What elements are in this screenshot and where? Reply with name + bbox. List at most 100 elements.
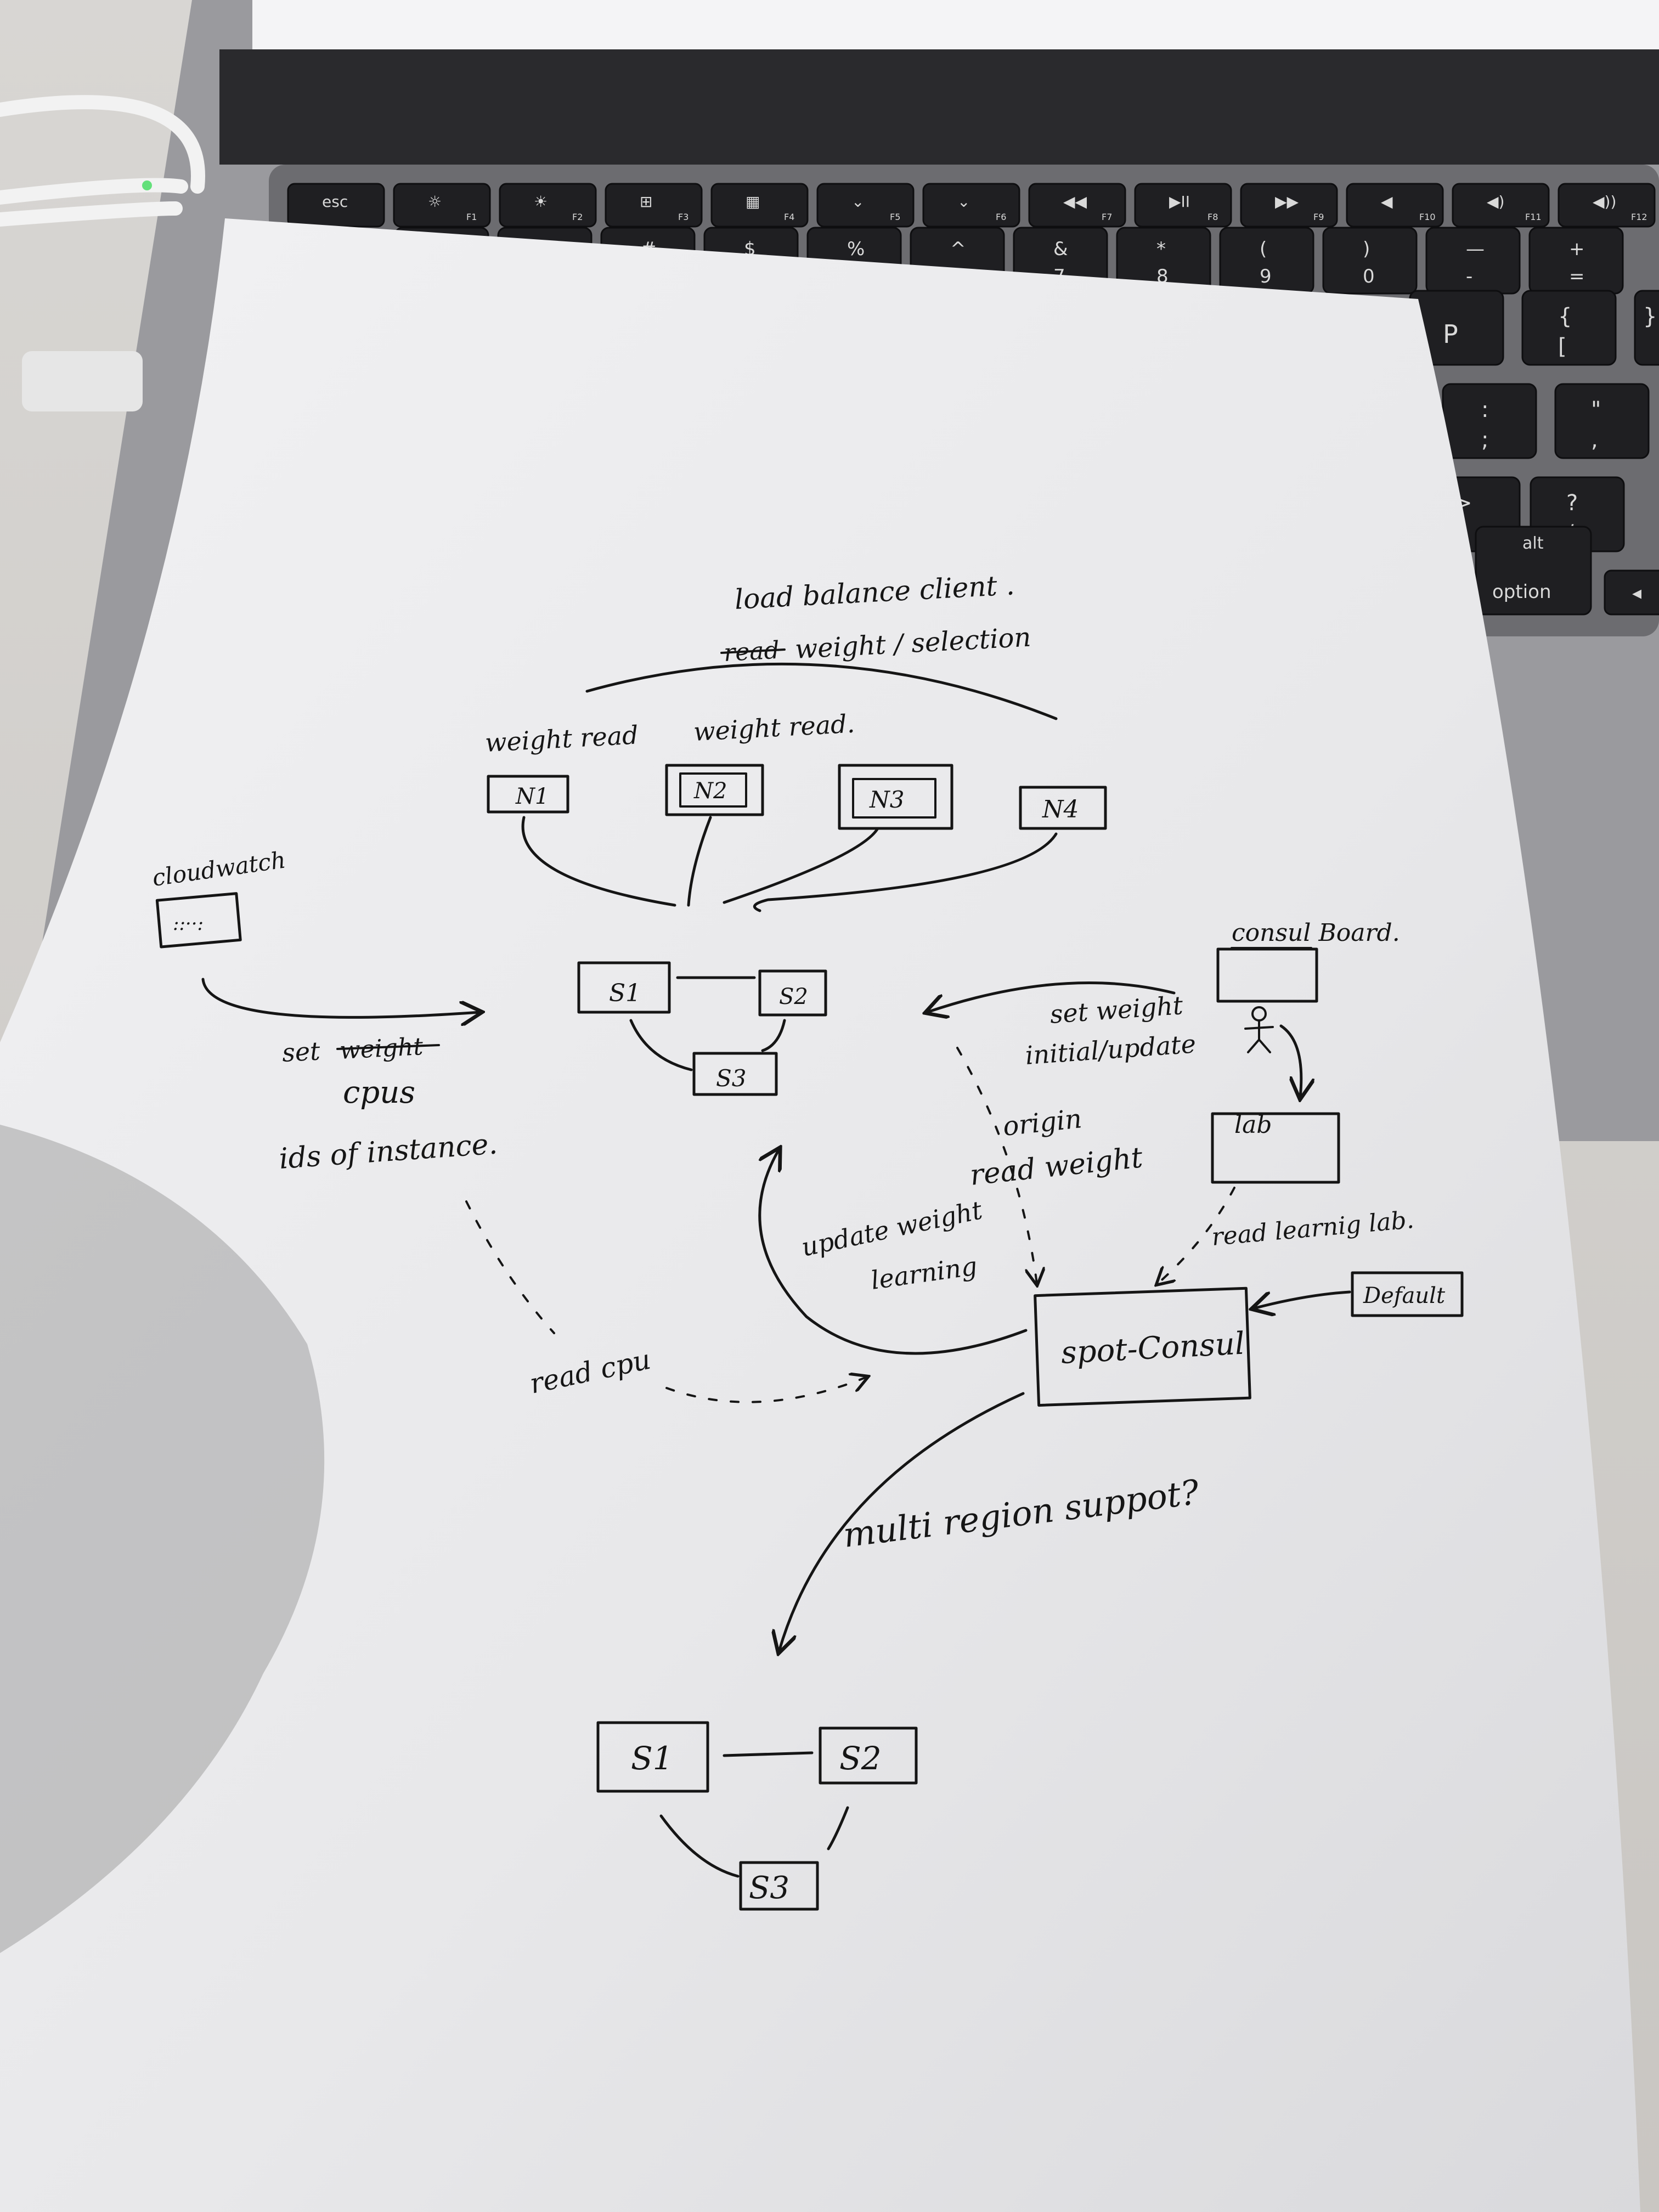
function-key-f11[interactable]: ◀) F11 (1452, 183, 1550, 228)
function-key-label: ▦ (746, 193, 760, 211)
paper-sheet (0, 218, 1640, 2212)
function-key-label: ▶▶ (1275, 193, 1299, 211)
consul-board-label: consul Board. (1232, 919, 1400, 947)
function-key-sub: F6 (996, 212, 1006, 222)
cloudwatch-box: ::··: (155, 892, 242, 949)
person-icon (1244, 1006, 1274, 1053)
function-key-f1[interactable]: ☼F1 (393, 183, 491, 228)
arrow-multi-region (779, 1392, 1025, 1651)
function-key-label: ◀) (1487, 193, 1504, 211)
function-key-f7[interactable]: ◀◀ F7 (1028, 183, 1126, 228)
key-p-label: P (1443, 319, 1458, 349)
key-brace-right[interactable]: } (1634, 290, 1659, 366)
laptop-screen-edge (252, 0, 1659, 49)
arrow-person-lab (1279, 1024, 1301, 1097)
power-cable (0, 95, 205, 227)
function-key-f10[interactable]: ◀ F10 (1346, 183, 1444, 228)
number-key--[interactable]: —- (1425, 227, 1521, 295)
key-arrow-left[interactable]: ◂ (1604, 569, 1659, 616)
cluster-top: S1 S2 S3 (577, 961, 827, 1096)
default-label: Default (1363, 1283, 1446, 1308)
number-key-0[interactable]: )0 (1322, 227, 1418, 295)
function-key-label: ⌄ (957, 193, 970, 211)
number-key-9[interactable]: (9 (1219, 227, 1314, 295)
function-key-label: ⌄ (851, 193, 864, 211)
arrow-consul-cluster (927, 981, 1176, 1012)
arrow-spot-cluster (758, 1149, 1028, 1355)
function-key-label: ⊞ (640, 193, 652, 211)
key-arrow-left-label: ◂ (1632, 582, 1641, 604)
key-slash-top: ? (1566, 490, 1578, 516)
function-key-esc[interactable]: esc (287, 183, 385, 228)
function-key-label: ☼ (428, 193, 442, 211)
cluster-bottom-s3: S3 (749, 1870, 789, 1906)
node-n4: N4 (1019, 786, 1107, 830)
number-key-top: — (1466, 238, 1485, 260)
function-key-sub: F5 (890, 212, 900, 222)
number-key-top: + (1569, 238, 1585, 260)
key-option[interactable]: alt option (1475, 526, 1592, 616)
client-brace (585, 662, 1058, 720)
function-key-sub: F7 (1102, 212, 1112, 222)
key-quote-top: " (1591, 397, 1601, 422)
dashed-readcpu-spot (665, 1377, 867, 1403)
node-n2-label: N2 (693, 778, 727, 804)
key-semicolon-top: : (1481, 397, 1488, 422)
function-key-f3[interactable]: ⊞ F3 (605, 183, 703, 228)
function-key-label: ◀◀ (1063, 193, 1087, 211)
node-n4-label: N4 (1042, 795, 1079, 823)
key-semicolon-bottom: ; (1481, 427, 1488, 453)
node-n1-label: N1 (515, 784, 549, 809)
arrow-cloudwatch-cluster (201, 978, 480, 1017)
link-n2-cluster (687, 816, 712, 907)
number-key-top: ^ (950, 238, 966, 260)
key-bracket[interactable]: { [ (1521, 290, 1617, 366)
number-key-top: ) (1363, 238, 1370, 260)
function-key-f4[interactable]: ▦ F4 (710, 183, 809, 228)
function-key-f5[interactable]: ⌄ F5 (816, 183, 915, 228)
link-n4-cluster (753, 832, 1058, 912)
key-quote-bottom: , (1591, 427, 1598, 453)
function-key-label: ▶II (1169, 193, 1190, 211)
number-key-top: * (1156, 238, 1166, 260)
link-n3-cluster (723, 827, 879, 904)
function-key-f8[interactable]: ▶II F8 (1134, 183, 1232, 228)
cluster-top-s2: S2 (779, 984, 808, 1009)
cloudwatch-box-dots: ::··: (173, 913, 204, 935)
key-bracket-bottom: [ (1558, 334, 1567, 359)
key-option-alt: alt (1522, 534, 1544, 553)
function-key-sub: F12 (1631, 212, 1647, 222)
function-key-sub: F4 (784, 212, 794, 222)
function-key-label: ◀)) (1593, 193, 1616, 211)
function-key-sub: F2 (572, 212, 583, 222)
usb-plug (22, 351, 143, 411)
function-key-label: esc (322, 193, 348, 211)
function-key-f9[interactable]: ▶▶F9 (1240, 183, 1338, 228)
key-semicolon[interactable]: : ; (1442, 383, 1537, 459)
key-bracket-top: { (1558, 304, 1572, 329)
key-quote[interactable]: " , (1554, 383, 1650, 459)
node-n3: N3 (838, 764, 953, 830)
function-key-f6[interactable]: ⌄ F6 (922, 183, 1020, 228)
function-key-label: ◀ (1381, 193, 1393, 211)
link-n1-cluster (521, 816, 676, 907)
dashed-ids-readcpu (465, 1200, 555, 1334)
default-box (1351, 1271, 1464, 1317)
number-key-bottom: 0 (1363, 266, 1375, 287)
function-key-sub: F8 (1207, 212, 1218, 222)
number-key-bottom: - (1466, 266, 1472, 287)
number-key-top: ( (1260, 238, 1267, 260)
number-key-=[interactable]: += (1528, 227, 1624, 295)
function-key-sub: F10 (1419, 212, 1436, 222)
function-key-sub: F11 (1525, 212, 1542, 222)
number-key-bottom: 9 (1260, 266, 1272, 287)
set-prefix: set (281, 1036, 321, 1068)
cluster-bottom-s2: S2 (839, 1740, 882, 1777)
function-key-f2[interactable]: ☀F2 (499, 183, 597, 228)
lab-label: lab (1234, 1111, 1272, 1139)
function-key-f12[interactable]: ◀)) F12 (1558, 183, 1656, 228)
arrow-default-spot (1254, 1290, 1351, 1308)
function-key-sub: F3 (678, 212, 689, 222)
spot-consul-box (1034, 1286, 1251, 1407)
number-key-top: & (1053, 238, 1068, 260)
